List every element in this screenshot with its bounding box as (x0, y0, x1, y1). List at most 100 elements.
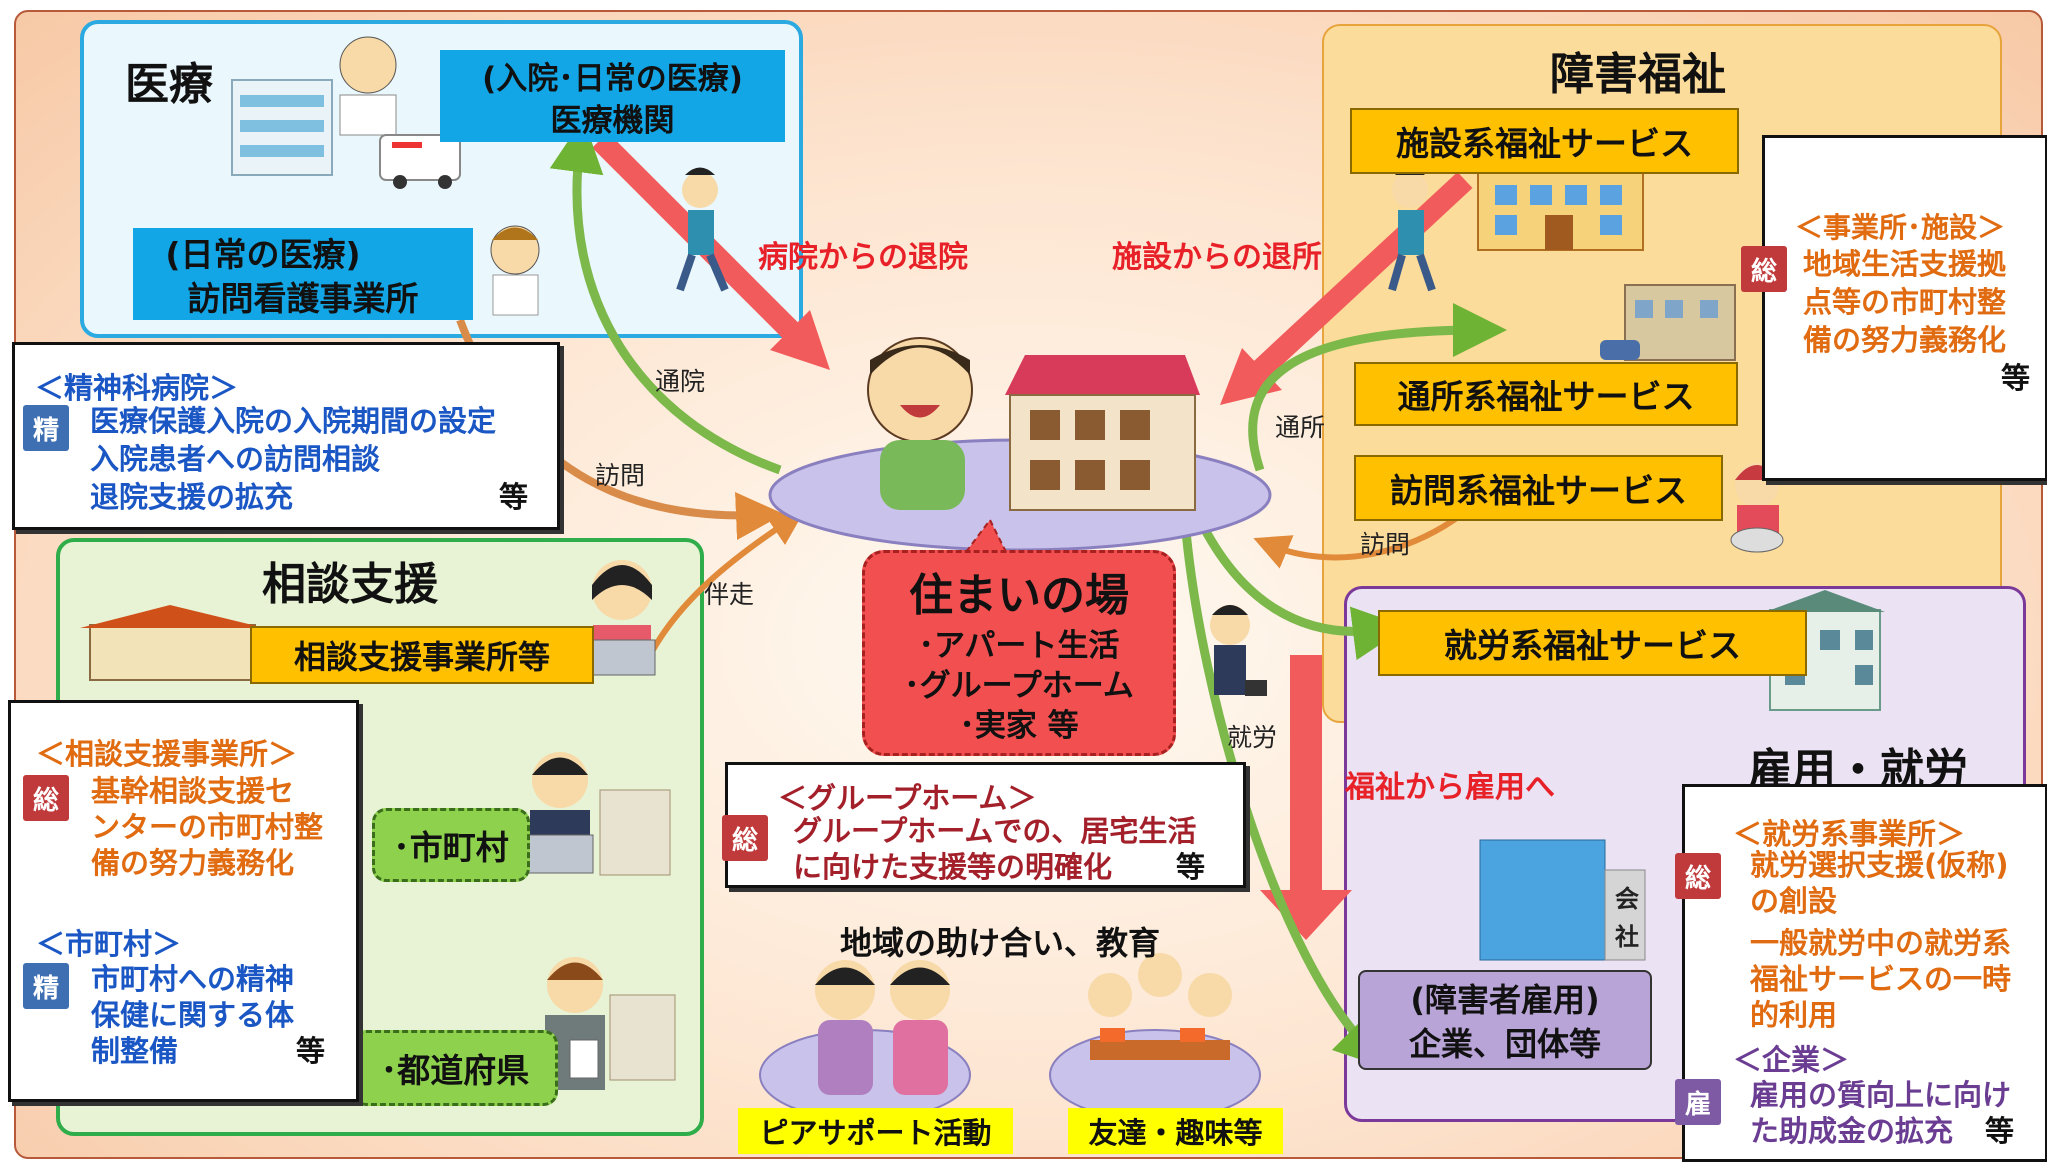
shichoson-label: ･市町村 (372, 808, 530, 882)
iryo-title: 医療 (125, 59, 213, 110)
facility-service-label: 施設系福祉サービス (1350, 108, 1739, 174)
shogai-title: 障害福祉 (1550, 49, 1726, 100)
note-shichoson-header: ＜市町村＞ (36, 927, 182, 961)
note-sodan-line1: 基幹相談支援セ (91, 774, 295, 808)
company-label-box: (障害者雇用) 企業、団体等 (1358, 970, 1652, 1070)
walking-man-icon (676, 167, 729, 292)
arrow-tsuin (549, 118, 782, 475)
homon-service-label: 訪問系福祉サービス (1354, 455, 1723, 521)
center-title: 住まいの場 (909, 570, 1129, 621)
visit-label-line2: 訪問看護事業所 (187, 279, 419, 318)
note-shuro-line4: 福祉サービスの一時 (1750, 962, 2012, 996)
sodan-title: 相談支援 (262, 559, 438, 610)
friends-people-icon (1088, 953, 1232, 1060)
note-shuro-etc: 等 (1985, 1114, 2015, 1148)
center-line1: ･アパート生活 (918, 627, 1120, 664)
community-title: 地域の助け合い、教育 (840, 924, 1161, 962)
consultant-woman-icon (589, 560, 656, 676)
ambulance-icon (379, 134, 461, 189)
tsuin-text: 通院 (655, 367, 706, 396)
note-seishin-line3: 退院支援の拡充 (90, 480, 294, 514)
note-kigyo-line1: 雇用の質向上に向け (1750, 1078, 2012, 1112)
note-shuro-header: ＜就労系事業所＞ (1733, 817, 1966, 851)
bansou-text: 伴走 (704, 580, 755, 609)
seishin-badge: 精 (23, 405, 69, 451)
visit-nursing-box: (日常の医療) 訪問看護事業所 (133, 228, 473, 320)
prefecture-staff-icon (545, 957, 676, 1090)
note-sodan-line3: 備の努力義務化 (91, 846, 295, 880)
hospital-label-line2: 医療機関 (550, 102, 675, 139)
resident-person-icon (867, 337, 973, 510)
arrow-shuro-service (1195, 517, 1407, 661)
fukushi-koyo-text: 福祉から雇用へ (1345, 770, 1555, 805)
note-jigyosho-line3: 備の努力義務化 (1803, 323, 2007, 357)
tsusho-service-label: 通所系福祉サービス (1354, 362, 1738, 426)
friends-label: 友達・趣味等 (1068, 1108, 1283, 1154)
todofuken-label: ･都道府県 (352, 1030, 558, 1106)
note-sodan-header: ＜相談支援事業所＞ (36, 737, 298, 771)
note-shichoson-line3: 制整備 (91, 1034, 179, 1068)
note-shuro-line5: 的利用 (1750, 998, 1838, 1032)
koyo-badge: 雇 (1675, 1079, 1721, 1125)
house-icon (1005, 355, 1200, 511)
center-line3: ･実家 等 (959, 707, 1079, 744)
note-gh-header: ＜グループホーム＞ (778, 781, 1037, 815)
doctor-icon (339, 36, 397, 136)
visit-label-line1: (日常の医療) (165, 235, 361, 274)
walking-man2-icon (1388, 167, 1436, 292)
note-shuro: ＜就労系事業所＞ 総 就労選択支援(仮称) の創設 一般就労中の就労系 福祉サー… (1675, 784, 2047, 1162)
note-seishin-line2: 入院患者への訪問相談 (90, 442, 381, 476)
taisho-text: 施設からの退所 (1112, 240, 1322, 275)
hospital-label-line1: (入院･日常の医療) (482, 60, 743, 97)
homon-text: 訪問 (595, 461, 646, 490)
shichoson-badge: 精 (23, 963, 69, 1009)
note-shuro-line3: 一般就労中の就労系 (1750, 926, 2012, 960)
note-kigyo-line2: た助成金の拡充 (1750, 1114, 1954, 1148)
note-gh-line2: に向けた支援等の明確化 (793, 850, 1113, 884)
homon2-text: 訪問 (1360, 530, 1411, 559)
note-shichoson-etc: 等 (296, 1034, 326, 1068)
note-shichoson-line2: 保健に関する体 (91, 998, 295, 1032)
note-gh-line1: グループホームでの、居宅生活 (793, 814, 1197, 848)
company-label-line2: 企業、団体等 (1408, 1025, 1601, 1063)
note-gh-etc: 等 (1176, 850, 1206, 884)
note-jigyosho-line1: 地域生活支援拠 (1803, 247, 2007, 281)
note-jigyosho: ＜事業所･施設＞ 総 地域生活支援拠 点等の市町村整 備の努力義務化 等 (1741, 135, 2047, 481)
kaisha-label: 会社 (1615, 885, 1639, 951)
note-gh: ＜グループホーム＞ 総 グループホームでの、居宅生活 に向けた支援等の明確化 等 (722, 762, 1246, 888)
note-jigyosho-line2: 点等の市町村整 (1803, 285, 2007, 319)
company-building-icon (1479, 839, 1646, 961)
hospital-building-icon (231, 79, 333, 176)
peer-people-icon (815, 960, 950, 1095)
nurse-icon (490, 225, 540, 316)
note-jigyosho-etc: 等 (2001, 361, 2031, 395)
gh-badge: 総 (722, 815, 768, 861)
arrow-fukushi-koyo (1260, 655, 1352, 940)
hospital-label-box: (入院･日常の医療) 医療機関 (440, 50, 785, 142)
arrow-shuro (1180, 519, 1390, 1070)
taiin-text: 病院からの退院 (758, 240, 968, 275)
businessman-icon (1210, 605, 1267, 696)
note-sodan: ＜相談支援事業所＞ 総 基幹相談支援セ ンターの市町村整 備の努力義務化 ＜市町… (8, 700, 359, 1102)
city-staff-icon (527, 752, 671, 876)
note-sodan-line2: ンターの市町村整 (91, 810, 324, 844)
daycare-building-icon (1600, 284, 1736, 361)
note-seishin-etc: 等 (499, 480, 529, 514)
note-shuro-line2: の創設 (1750, 884, 1838, 918)
note-seishin-line1: 医療保護入院の入院期間の設定 (90, 404, 497, 438)
note-kigyo-header: ＜企業＞ (1733, 1043, 1850, 1077)
sodan-office-label: 相談支援事業所等 (250, 626, 594, 684)
center-line2: ･グループホーム (904, 667, 1134, 704)
note-jigyosho-header: ＜事業所･施設＞ (1795, 211, 2006, 244)
shuro-text: 就労 (1227, 723, 1278, 752)
note-seishin: ＜精神科病院＞ 精 医療保護入院の入院期間の設定 入院患者への訪問相談 退院支援… (12, 342, 560, 530)
note-shuro-line1: 就労選択支援(仮称) (1750, 848, 2009, 882)
note-seishin-header: ＜精神科病院＞ (35, 371, 239, 405)
arrow-bansou (647, 510, 805, 657)
company-label-line1: (障害者雇用) (1410, 981, 1600, 1019)
arrow-tsusho (1248, 303, 1507, 472)
tsusho-text: 通所 (1275, 413, 1326, 442)
shuro-badge: 総 (1675, 853, 1721, 899)
